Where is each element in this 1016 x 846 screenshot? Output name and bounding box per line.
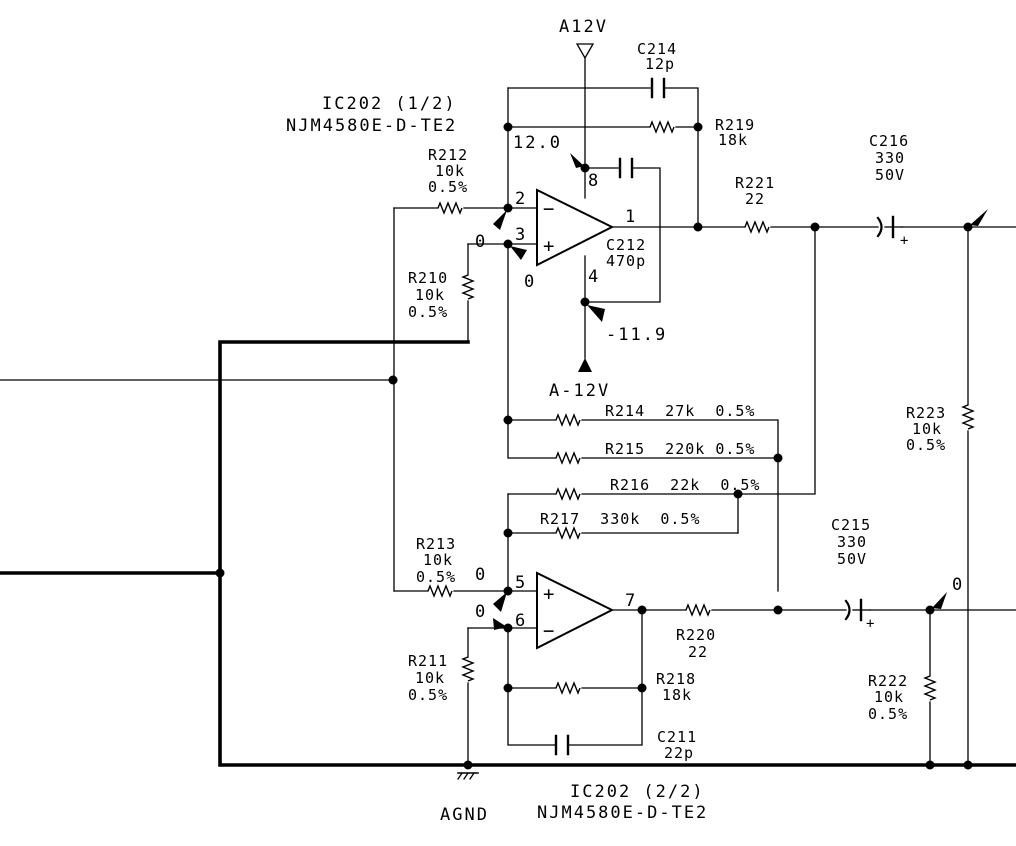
- r211-tol: 0.5%: [408, 686, 448, 704]
- opamp-bottom-plus: +: [543, 583, 555, 605]
- resistor-r223: [961, 404, 975, 430]
- r210-value: 10k: [415, 286, 445, 304]
- pin-1: 1: [625, 207, 637, 227]
- voltage-pin3: 0: [524, 272, 536, 292]
- capacitor-c216: [876, 215, 903, 239]
- power-a12v-symbol: [575, 43, 595, 60]
- c215-ref: C215: [831, 516, 871, 534]
- resistor-r222: [923, 675, 937, 701]
- r218-ref: R218: [656, 670, 696, 688]
- c212-ref: C212: [606, 236, 646, 254]
- r211-value: 10k: [415, 669, 445, 687]
- r223-ref: R223: [906, 404, 946, 422]
- power-agnd-label: AGND: [440, 805, 489, 825]
- test-point-markers: [493, 153, 988, 630]
- r223-tol: 0.5%: [906, 436, 946, 454]
- r223-value: 10k: [912, 420, 942, 438]
- voltage-pin5: 0: [475, 565, 487, 585]
- r220-value: 22: [688, 643, 708, 661]
- power-a12v-label: A12V: [559, 17, 608, 37]
- ic-top-ref: IC202 (1/2): [322, 94, 457, 114]
- r215-label: R215 220k 0.5%: [605, 440, 755, 458]
- pin-3: 3: [515, 225, 527, 245]
- r218-value: 18k: [662, 686, 692, 704]
- pin-4: 4: [588, 267, 600, 287]
- resistor-r220: [685, 603, 711, 617]
- voltage-out2: 0: [952, 575, 964, 595]
- r222-ref: R222: [868, 672, 908, 690]
- voltage-pin8: 12.0: [513, 133, 562, 153]
- voltage-pin6: 0: [475, 602, 487, 622]
- pin-8: 8: [588, 171, 600, 191]
- resistor-r218: [555, 681, 581, 695]
- r219-value: 18k: [718, 131, 748, 149]
- r219-ref: R219: [715, 116, 755, 134]
- resistor-r217: [555, 526, 581, 540]
- resistor-r214: [555, 413, 581, 427]
- r213-tol: 0.5%: [416, 568, 456, 586]
- c214-value: 12p: [645, 55, 675, 73]
- capacitor-c211: [554, 734, 570, 756]
- c212-value: 470p: [606, 252, 646, 270]
- r221-value: 22: [745, 190, 765, 208]
- resistor-r210: [461, 274, 475, 300]
- resistor-r215: [555, 451, 581, 465]
- r211-ref: R211: [408, 652, 448, 670]
- voltage-pin4: -11.9: [606, 325, 667, 345]
- r214-label: R214 27k 0.5%: [605, 402, 755, 420]
- r212-ref: R212: [428, 146, 468, 164]
- opamp-top-minus: −: [543, 198, 555, 220]
- capacitor-c212: [618, 157, 634, 179]
- ic-bottom-ref: IC202 (2/2): [570, 782, 705, 802]
- r213-ref: R213: [416, 535, 456, 553]
- r210-tol: 0.5%: [408, 303, 448, 321]
- r220-ref: R220: [676, 626, 716, 644]
- ground-bus-left: [218, 340, 1016, 767]
- opamp-bottom-minus: −: [543, 620, 555, 642]
- c215-value: 330: [837, 533, 867, 551]
- resistor-r219: [649, 120, 675, 134]
- opamp-top-plus: +: [543, 235, 555, 257]
- r213-value: 10k: [423, 551, 453, 569]
- capacitor-c215: [844, 598, 871, 622]
- c216-volt: 50V: [875, 166, 905, 184]
- c214-ref: C214: [637, 40, 677, 58]
- r222-value: 10k: [874, 688, 904, 706]
- capacitor-c215-polarity: +: [866, 616, 875, 632]
- agnd-symbol: [457, 772, 479, 780]
- power-neg12v-symbol: [578, 358, 592, 372]
- r216-label: R216 22k 0.5%: [610, 476, 760, 494]
- ic-bottom-part: NJM4580E-D-TE2: [537, 803, 708, 823]
- pin-6: 6: [515, 611, 527, 631]
- c211-ref: C211: [657, 728, 697, 746]
- r222-tol: 0.5%: [868, 705, 908, 723]
- capacitor-c214: [650, 77, 666, 99]
- r212-value: 10k: [435, 162, 465, 180]
- power-neg12v-label: A-12V: [549, 381, 610, 401]
- r217-label: R217 330k 0.5%: [540, 510, 701, 528]
- resistor-r212: [437, 201, 463, 215]
- c215-volt: 50V: [837, 550, 867, 568]
- r221-ref: R221: [735, 174, 775, 192]
- capacitor-c216-polarity: +: [900, 233, 909, 249]
- pin-5: 5: [515, 573, 527, 593]
- r210-ref: R210: [408, 269, 448, 287]
- opamp-bottom: [536, 571, 615, 650]
- pin-2: 2: [515, 189, 527, 209]
- pin-7: 7: [625, 591, 637, 611]
- resistor-r211: [461, 656, 475, 682]
- voltage-pin2: 0: [475, 232, 487, 252]
- resistor-r221: [744, 220, 770, 234]
- c216-value: 330: [875, 149, 905, 167]
- ic-top-part: NJM4580E-D-TE2: [286, 116, 457, 136]
- opamp-top: [536, 188, 615, 267]
- resistor-r216: [555, 487, 581, 501]
- resistor-r213: [427, 584, 453, 598]
- wires-bottom: [393, 493, 1016, 766]
- c216-ref: C216: [869, 132, 909, 150]
- c211-value: 22p: [664, 744, 694, 762]
- r212-tol: 0.5%: [428, 178, 468, 196]
